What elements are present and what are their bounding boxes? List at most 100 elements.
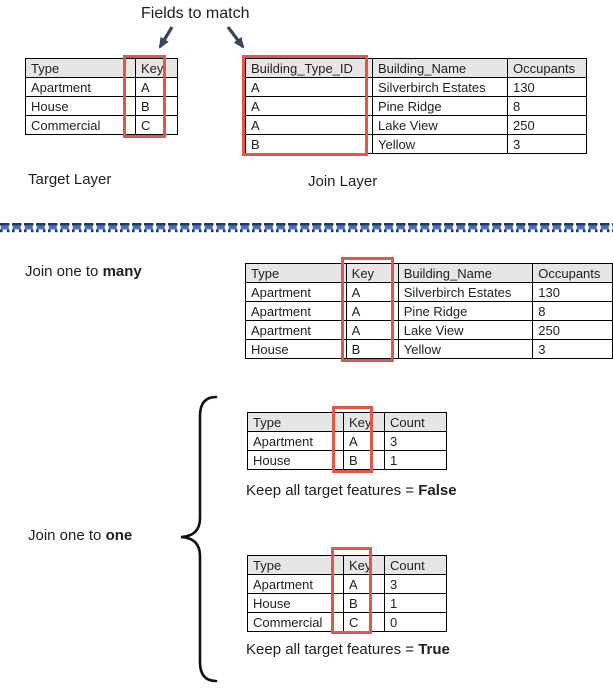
table-cell: B: [345, 339, 399, 359]
column-header: Building_Name: [397, 263, 534, 283]
column-header: Type: [247, 555, 344, 575]
join-one-to-one-label: Join one to one: [28, 527, 132, 544]
join-one-to-many-bold: many: [102, 263, 142, 280]
keep-true-prefix: Keep all target features =: [246, 641, 419, 658]
table-cell: Pine Ridge: [397, 301, 534, 321]
column-header: Building_Type_ID: [245, 58, 373, 78]
table-cell: Apartment: [245, 301, 347, 321]
keep-false-bold: False: [418, 482, 457, 499]
column-header: Key: [343, 555, 385, 575]
table-cell: A: [245, 96, 373, 116]
column-header: Key: [343, 412, 385, 432]
table-cell: A: [135, 77, 178, 97]
table-cell: A: [345, 320, 399, 340]
table-cell: House: [245, 339, 347, 359]
curly-brace-icon: [180, 395, 218, 683]
table-cell: A: [245, 115, 373, 135]
table-cell: 250: [507, 115, 587, 135]
table-cell: C: [135, 115, 178, 135]
table-cell: Silverbirch Estates: [397, 282, 534, 302]
table-cell: House: [247, 593, 344, 613]
table-cell: 1: [384, 593, 447, 613]
table-cell: Apartment: [247, 574, 344, 594]
column-header: Type: [25, 58, 136, 78]
column-header: Occupants: [507, 58, 587, 78]
table-cell: 1: [384, 450, 447, 470]
table-cell: 130: [532, 282, 613, 302]
keep-true-bold: True: [418, 641, 450, 658]
table-cell: 130: [507, 77, 587, 97]
table-cell: Yellow: [397, 339, 534, 359]
join-one-to-one-bold: one: [105, 527, 133, 544]
target-layer-label: Target Layer: [28, 171, 112, 188]
column-header: Key: [345, 263, 399, 283]
table-cell: C: [343, 612, 385, 632]
column-header: Count: [384, 555, 447, 575]
table-cell: 8: [507, 96, 587, 116]
table-cell: Commercial: [247, 612, 344, 632]
arrow-left-icon: [158, 26, 174, 49]
table-cell: House: [25, 96, 136, 116]
table-cell: B: [343, 593, 385, 613]
table-cell: 8: [532, 301, 613, 321]
table-cell: Lake View: [397, 320, 534, 340]
join-one-to-one-prefix: Join one to: [28, 527, 106, 544]
join-one-to-many-prefix: Join one to: [25, 263, 103, 280]
column-header: Type: [247, 412, 344, 432]
table-cell: Lake View: [372, 115, 508, 135]
table-cell: 3: [384, 431, 447, 451]
keep-true-label: Keep all target features = True: [246, 641, 450, 658]
table-cell: House: [247, 450, 344, 470]
table-cell: B: [135, 96, 178, 116]
table-cell: Commercial: [25, 115, 136, 135]
table-cell: A: [343, 574, 385, 594]
table-cell: 0: [384, 612, 447, 632]
table-cell: Apartment: [245, 282, 347, 302]
table-cell: A: [345, 301, 399, 321]
table-cell: 3: [507, 134, 587, 154]
table-cell: A: [245, 77, 373, 97]
fields-to-match-arrows: [158, 26, 245, 49]
arrow-right-icon: [226, 26, 245, 49]
join-one-to-many-label: Join one to many: [25, 263, 142, 280]
table-cell: Apartment: [25, 77, 136, 97]
table-cell: 3: [532, 339, 613, 359]
column-header: Count: [384, 412, 447, 432]
column-header: Key: [135, 58, 178, 78]
table-cell: B: [343, 450, 385, 470]
table-cell: Pine Ridge: [372, 96, 508, 116]
keep-false-label: Keep all target features = False: [246, 482, 457, 499]
column-header: Type: [245, 263, 347, 283]
table-cell: Apartment: [247, 431, 344, 451]
table-cell: 3: [384, 574, 447, 594]
column-header: Occupants: [532, 263, 613, 283]
table-cell: Yellow: [372, 134, 508, 154]
keep-false-prefix: Keep all target features =: [246, 482, 419, 499]
